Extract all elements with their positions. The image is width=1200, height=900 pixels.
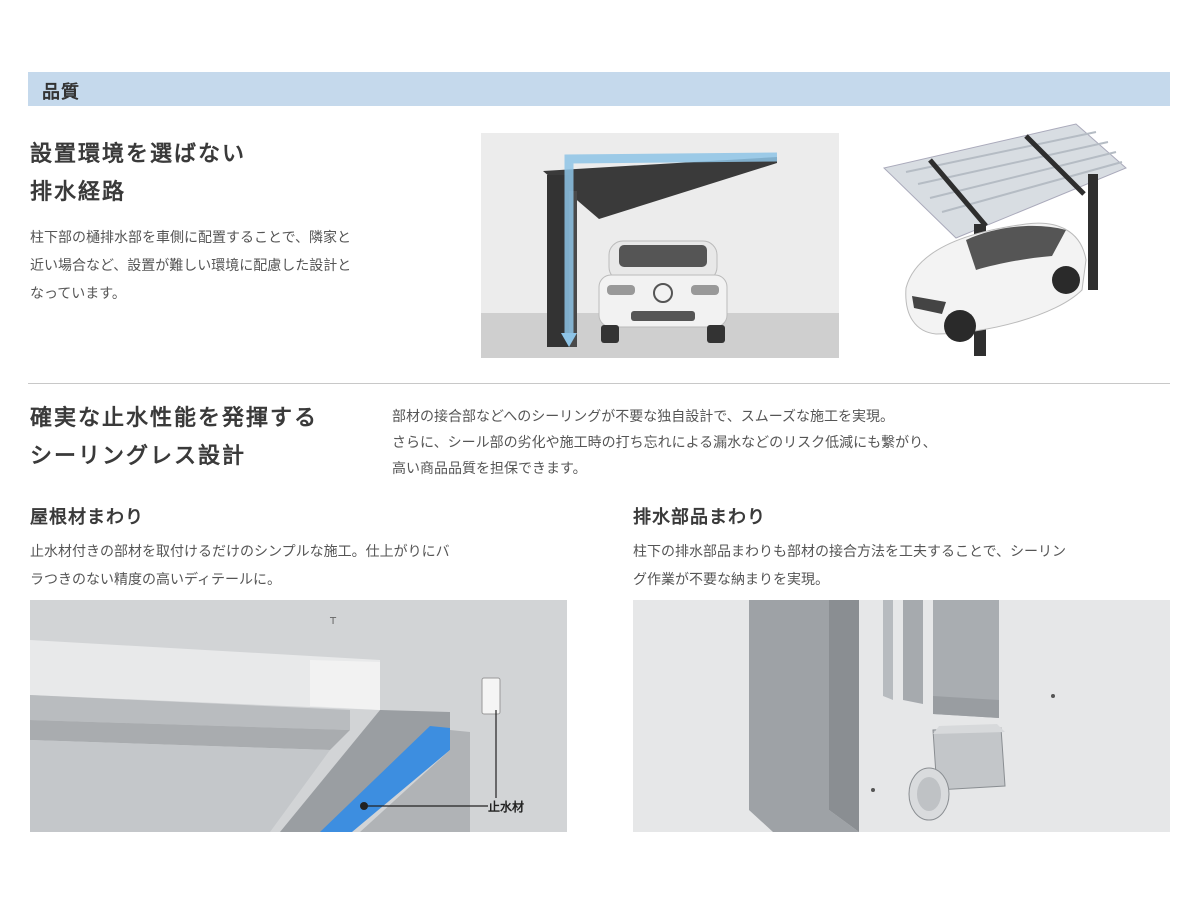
car-perspective-icon bbox=[905, 222, 1087, 342]
drain-parts-body: 柱下の排水部品まわりも部材の接合方法を工夫することで、シーリン グ作業が不要な納… bbox=[633, 538, 1066, 594]
section-divider bbox=[28, 383, 1170, 384]
sealing-body-line1: 部材の接合部などへのシーリングが不要な独自設計で、スムーズな施工を実現。 bbox=[392, 409, 895, 425]
roof-detail-image: T 止水材 bbox=[30, 600, 567, 832]
drainage-body-line1: 柱下部の樋排水部を車側に配置することで、隣家と bbox=[30, 230, 352, 246]
carport-side-image bbox=[481, 133, 839, 358]
sealant-callout-label: 止水材 bbox=[488, 798, 525, 815]
drainage-heading-line1: 設置環境を選ばない bbox=[30, 142, 247, 167]
svg-text:T: T bbox=[329, 616, 337, 627]
section-banner: 品質 bbox=[28, 72, 1170, 106]
drain-parts-body-line2: グ作業が不要な納まりを実現。 bbox=[633, 572, 829, 588]
sealing-heading: 確実な止水性能を発揮する シーリングレス設計 bbox=[30, 400, 318, 476]
sealing-heading-line1: 確実な止水性能を発揮する bbox=[30, 406, 319, 431]
drainage-heading-line2: 排水経路 bbox=[30, 180, 127, 205]
roof-heading: 屋根材まわり bbox=[30, 507, 144, 528]
drainage-body-line3: なっています。 bbox=[30, 286, 126, 302]
drainage-heading: 設置環境を選ばない 排水経路 bbox=[30, 136, 246, 212]
drain-parts-body-line1: 柱下の排水部品まわりも部材の接合方法を工夫することで、シーリン bbox=[633, 544, 1067, 560]
drainage-body-line2: 近い場合など、設置が難しい環境に配慮した設計と bbox=[30, 258, 352, 274]
carport-perspective-image bbox=[876, 120, 1138, 365]
drain-parts-image bbox=[633, 600, 1170, 832]
sealing-body-line3: 高い商品品質を担保できます。 bbox=[392, 461, 587, 477]
roof-body: 止水材付きの部材を取付けるだけのシンプルな施工。仕上がりにバ ラつきのない精度の… bbox=[30, 538, 450, 594]
sealing-heading-line2: シーリングレス設計 bbox=[30, 444, 247, 469]
sealing-body-line2: さらに、シール部の劣化や施工時の打ち忘れによる漏水などのリスク低減にも繋がり、 bbox=[392, 435, 937, 451]
roof-body-line1: 止水材付きの部材を取付けるだけのシンプルな施工。仕上がりにバ bbox=[30, 544, 450, 560]
drain-parts-heading: 排水部品まわり bbox=[633, 507, 766, 528]
roof-body-line2: ラつきのない精度の高いディテールに。 bbox=[30, 572, 282, 588]
section-title: 品質 bbox=[42, 82, 80, 103]
car-front-icon bbox=[598, 240, 728, 343]
drainage-body: 柱下部の樋排水部を車側に配置することで、隣家と 近い場合など、設置が難しい環境に… bbox=[30, 224, 351, 308]
sealing-body: 部材の接合部などへのシーリングが不要な独自設計で、スムーズな施工を実現。 さらに… bbox=[392, 404, 937, 482]
